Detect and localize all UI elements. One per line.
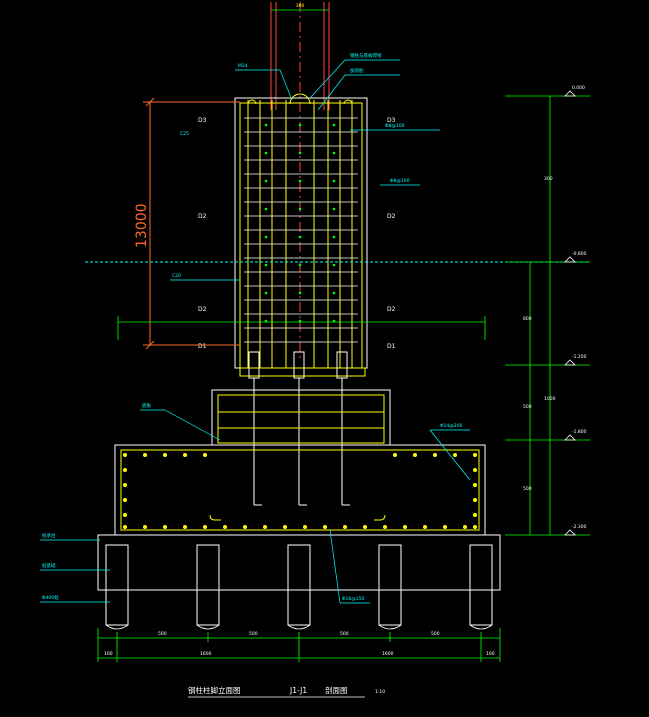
top-width-label: 300: [296, 3, 305, 9]
note-label: 桩基础: [42, 562, 56, 569]
note-label: C25: [180, 131, 189, 137]
note-label: 加劲肋: [350, 67, 364, 74]
dim-label: 1600: [200, 651, 212, 657]
steel-column: [270, 2, 330, 360]
base-plate: [239, 351, 366, 379]
dim-label: 500: [158, 631, 167, 637]
zone-label: D1: [198, 343, 207, 350]
note-label: 底板: [142, 402, 151, 409]
stirrups: [244, 117, 358, 343]
pile-tips: [105, 624, 493, 630]
dim-label: 500: [340, 631, 349, 637]
top-width-dimension: 300: [271, 3, 329, 11]
note-label: Φ8@100: [390, 178, 410, 184]
title-right: 剖面图: [325, 685, 348, 695]
elevation-label: -0.800: [572, 251, 587, 257]
anchor-bolts: [253, 378, 350, 506]
elevation-labels: 0.000 -0.800 -1.200 -1.800 -2.300: [572, 85, 587, 530]
pile-cap-lower: [114, 444, 486, 536]
dim-label: 800: [523, 316, 532, 322]
right-elevation-axis: [505, 95, 590, 536]
note-label: 桩承台: [42, 532, 56, 539]
piles: [97, 534, 501, 626]
title-scale: 1:10: [375, 689, 385, 695]
dim-label: 500: [523, 404, 532, 410]
bottom-dimensions: [97, 628, 501, 662]
note-label: Φ16@150: [342, 596, 364, 602]
zone-label: D2: [387, 213, 396, 220]
elevation-label: -1.800: [572, 429, 587, 435]
note-label: Φ14@200: [440, 423, 462, 429]
drawing-title: 钢柱柱脚立面图 J1-J1 剖面图 1:10: [188, 685, 385, 698]
elevation-label: -2.300: [572, 524, 587, 530]
pier-outline: [234, 97, 368, 369]
zone-label: D3: [198, 117, 207, 124]
zone-label: D2: [198, 306, 207, 313]
height-dimension-label: 13000: [134, 203, 150, 248]
dim-label: 100: [104, 651, 113, 657]
dim-label: 500: [431, 631, 440, 637]
pile-cap-upper: [211, 389, 391, 446]
zone-label: D1: [387, 343, 396, 350]
zone-label: D3: [387, 117, 396, 124]
pier-dim-line: [117, 316, 486, 340]
rebar-dots: [264, 123, 336, 323]
pile-cap-lower-rebar: [120, 449, 480, 531]
dim-label: 1600: [382, 651, 394, 657]
elevation-markers: [564, 90, 576, 536]
note-label: 钢柱与底板焊接: [350, 52, 382, 59]
dim-label: 500: [523, 486, 532, 492]
note-label: M24: [238, 63, 248, 69]
pile-cap-upper-rebar: [217, 394, 385, 444]
elevation-label: 0.000: [572, 85, 585, 91]
height-dimension: [143, 97, 240, 350]
zone-label: D2: [198, 213, 207, 220]
vertical-rebars: [247, 100, 353, 368]
bottom-dim-labels: 100 500 500 500 500 100 1600 1600: [104, 631, 495, 657]
dim-label: 100: [486, 651, 495, 657]
note-label: Φ8@100: [385, 123, 405, 129]
elevation-label: -1.200: [572, 354, 587, 360]
right-dim-labels: 300 800 1000 500 500: [523, 176, 556, 492]
dim-label: 300: [544, 176, 553, 182]
annotation-labels: 钢柱与底板焊接 加劲肋 M24 Φ8@100 Φ8@100 C20 C25 底板…: [42, 52, 462, 602]
leader-lines: [40, 59, 471, 604]
note-label: C20: [172, 273, 181, 279]
title-left: 钢柱柱脚立面图: [188, 685, 241, 695]
dim-label: 1000: [544, 396, 556, 402]
title-section: J1-J1: [289, 686, 307, 695]
zone-label: D2: [387, 306, 396, 313]
note-label: Φ400桩: [42, 594, 59, 601]
rebar-hooks: [247, 93, 353, 105]
cap-perimeter-dots: [123, 453, 477, 529]
dim-label: 500: [249, 631, 258, 637]
zone-labels: D3 D3 D2 D2 D2 D2 D1 D1: [198, 117, 396, 350]
